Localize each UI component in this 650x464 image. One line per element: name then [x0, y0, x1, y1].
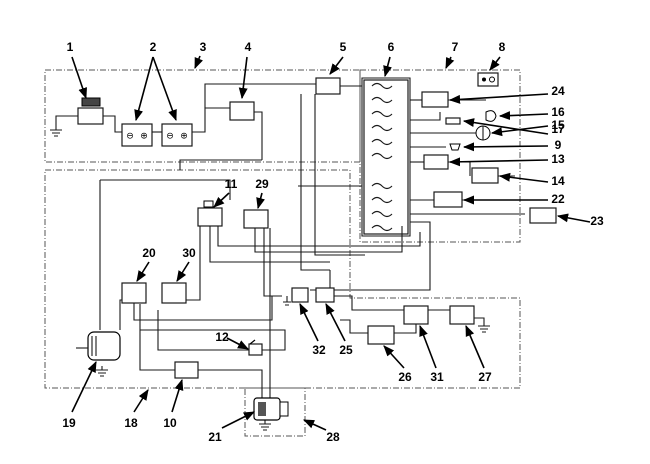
component-2-battery-right: ⊖ ⊕ [161, 123, 193, 147]
callout-6: 6 [388, 40, 395, 54]
component-13-box [423, 154, 449, 170]
callout-31: 31 [430, 370, 444, 384]
component-23-box [529, 207, 557, 224]
component-24-box [421, 91, 449, 108]
component-31-box [403, 305, 429, 325]
callout-9: 9 [555, 138, 562, 152]
zone-18-chassis-area [44, 169, 521, 389]
callout-16: 16 [551, 105, 565, 119]
callout-17: 17 [551, 122, 565, 136]
component-19-alternator [76, 331, 121, 361]
callout-30: 30 [182, 246, 196, 260]
component-17-bulb [445, 117, 461, 125]
component-32-box [291, 287, 309, 303]
callout-23: 23 [590, 214, 604, 228]
component-6-fuse-block [363, 79, 409, 235]
battery-plus-terminal: ⊕ [140, 132, 148, 142]
callout-26: 26 [398, 370, 412, 384]
component-22-box [433, 191, 463, 208]
callout-14: 14 [551, 174, 565, 188]
component-4-box [229, 101, 255, 121]
callout-11: 11 [225, 177, 238, 191]
component-8-outlet [477, 72, 499, 87]
callout-24: 24 [551, 84, 565, 98]
component-27-box [449, 305, 475, 325]
callout-28: 28 [326, 430, 340, 444]
component-29-box [243, 209, 269, 229]
component-26-box [367, 325, 395, 345]
callout-18: 18 [124, 416, 138, 430]
battery-plus-terminal: ⊕ [180, 132, 188, 142]
component-12-switch [248, 339, 263, 356]
component-14-box [471, 167, 499, 184]
battery-minus-terminal: ⊖ [126, 132, 134, 142]
component-20-box [121, 282, 147, 304]
callout-numbers: 1 2 3 4 5 6 7 8 24 16 17 15 9 13 14 22 2… [62, 40, 604, 444]
callout-27: 27 [478, 370, 492, 384]
callout-25: 25 [339, 343, 353, 357]
wires [55, 77, 525, 400]
callout-2: 2 [150, 40, 157, 54]
callout-29: 29 [255, 177, 269, 191]
component-21-starter-motor [253, 397, 289, 421]
component-9-light [449, 143, 461, 151]
callout-19: 19 [62, 416, 76, 430]
component-11-box [197, 200, 223, 227]
ground-symbols [50, 129, 490, 431]
callout-15: 15 [551, 118, 565, 132]
leader-arrows [71, 55, 591, 431]
component-5-box [315, 77, 341, 95]
callout-21: 21 [208, 430, 222, 444]
component-2-battery-left: ⊖ ⊕ [121, 123, 153, 147]
component-16-horn [485, 110, 497, 122]
callout-3: 3 [200, 40, 207, 54]
callout-7: 7 [452, 40, 459, 54]
callout-12: 12 [215, 330, 229, 344]
component-25-box [315, 287, 335, 303]
component-10-box [174, 361, 199, 379]
callout-4: 4 [245, 40, 252, 54]
callout-5: 5 [340, 40, 347, 54]
callout-20: 20 [142, 246, 156, 260]
callout-10: 10 [163, 416, 177, 430]
callout-13: 13 [551, 152, 565, 166]
zone-7-fuse-panel-area [359, 69, 521, 243]
callout-8: 8 [499, 40, 506, 54]
component-30-box [161, 282, 187, 304]
component-1-switch [77, 97, 104, 125]
battery-minus-terminal: ⊖ [166, 132, 174, 142]
callout-1: 1 [67, 40, 74, 54]
callout-22: 22 [551, 192, 565, 206]
component-15-lamp [475, 125, 491, 141]
callout-32: 32 [312, 343, 326, 357]
